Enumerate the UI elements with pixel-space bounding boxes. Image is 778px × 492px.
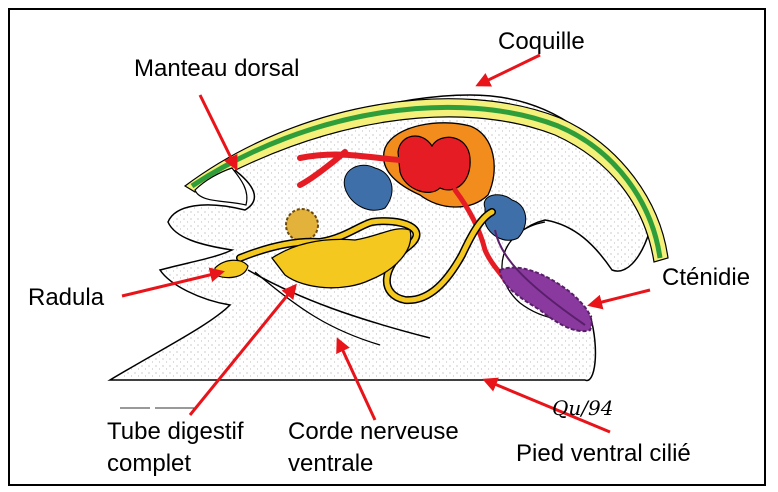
- heart: [398, 136, 470, 192]
- arrow-ctenidie: [590, 290, 650, 305]
- label-tube-digestif-line2: complet: [107, 450, 191, 479]
- label-tube-digestif-line1: Tube digestif: [107, 418, 244, 447]
- cerebral-ganglion: [286, 209, 318, 241]
- label-manteau-dorsal: Manteau dorsal: [134, 55, 299, 84]
- artist-signature: Qu/94: [552, 396, 613, 420]
- arrow-coquille: [478, 55, 540, 85]
- label-corde-nerveuse-line2: ventrale: [288, 450, 373, 479]
- label-pied-ventral-cilie: Pied ventral cilié: [516, 440, 691, 469]
- arrow-manteau-dorsal: [200, 95, 236, 168]
- label-ctenidie: Cténidie: [662, 264, 750, 293]
- label-radula: Radula: [28, 284, 104, 313]
- label-corde-nerveuse-line1: Corde nerveuse: [288, 418, 459, 447]
- label-coquille: Coquille: [498, 28, 585, 57]
